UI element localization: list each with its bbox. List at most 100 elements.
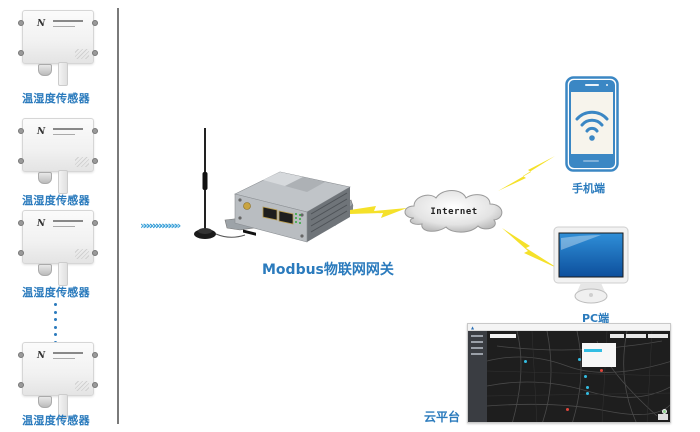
sensor-housing: N [22,210,94,264]
signal-arrows-icon: »»»»»»»»»»»» [140,219,181,232]
sim-slot [243,229,256,236]
platform-toolbar-button [626,334,646,338]
sensor-brand-logo: N [37,127,46,137]
map-roads [486,330,670,422]
mount-screw-icon [18,352,24,358]
sensor-label-4: 温湿度传感器 [22,414,90,427]
lightning-bolt-icon [498,156,555,191]
map-marker-blue [584,375,587,378]
sensor-nameplate-line [53,226,75,227]
sensor-probe-icon [58,262,68,286]
ethernet-ports [262,206,294,225]
cable-gland-icon [38,396,52,408]
platform-logo-icon: ▲ [471,325,475,330]
cable-gland-icon [38,172,52,184]
pc-label: PC端 [582,312,610,325]
platform-search-input [490,334,516,338]
ellipsis-dot [54,333,57,336]
sensor-nameplate-line [53,128,83,130]
sensor-probe-icon [58,170,68,194]
mount-screw-icon [18,250,24,256]
mount-screw-icon [18,220,24,226]
gateway-router-icon [194,128,354,243]
sensor-nameplate-line [53,352,83,354]
cloud-label: Internet [430,207,477,217]
mount-screw-icon [92,158,98,164]
monitor-icon [553,226,629,304]
mobile-label: 手机端 [572,182,605,195]
map-marker-blue [586,392,589,395]
lightning-bolt-icon [502,228,559,269]
mount-screw-icon [92,50,98,56]
ellipsis-dot [54,310,57,314]
sensor-brand-logo: N [37,19,46,29]
ellipsis-dot [54,303,57,306]
cable-gland-icon [38,64,52,76]
mount-screw-icon [18,20,24,26]
platform-toolbar-button [610,334,624,338]
mount-screw-icon [92,352,98,358]
platform-menu-item [471,353,483,355]
smartphone-wifi-icon [565,76,619,172]
cloud-icon: Internet [404,190,503,233]
sensor-vent-icon [75,381,89,391]
sensor-housing: N [22,342,94,396]
sensor-module-2: N [18,118,98,200]
platform-menu-item [471,347,483,349]
sensor-label-3: 温湿度传感器 [22,286,90,299]
cloud-platform-label: 云平台 [424,410,461,424]
sensor-vent-icon [75,157,89,167]
cloud-platform-screenshot: ▲ [467,323,671,423]
sensor-vent-icon [75,249,89,259]
platform-topbar: ▲ [468,324,670,331]
mount-screw-icon [18,50,24,56]
platform-info-popup [582,343,616,367]
sensor-module-3: N [18,210,98,292]
mount-screw-icon [18,128,24,134]
sensor-label-1: 温湿度传感器 [22,92,90,105]
sensor-module-4: N [18,342,98,424]
lightning-bolt-icon [350,206,407,218]
platform-toolbar-button [648,334,668,338]
mount-screw-icon [18,158,24,164]
map-marker-blue [524,360,527,363]
sensor-housing: N [22,10,94,64]
sensor-housing: N [22,118,94,172]
mount-screw-icon [92,20,98,26]
map-marker-red [600,369,603,372]
popup-highlight-bar [584,349,602,352]
map-marker-blue [578,358,581,361]
antenna-coil [202,172,208,190]
map-marker-blue [586,386,589,389]
platform-menu-item [471,341,483,343]
sensor-nameplate-line [53,358,75,359]
status-leds [295,213,301,224]
sensor-nameplate-line [53,220,83,222]
sensor-probe-icon [58,62,68,86]
mount-screw-icon [92,220,98,226]
sensor-brand-logo: N [37,351,46,361]
platform-menu-item [471,335,483,337]
cable-gland-icon [38,264,52,276]
map-marker-red [566,408,569,411]
sensor-vent-icon [75,49,89,59]
mount-screw-icon [18,382,24,388]
map-locate-button [662,409,667,414]
mount-screw-icon [92,382,98,388]
sensor-nameplate-line [53,134,75,135]
platform-sidebar [468,331,487,422]
sensor-module-1: N [18,10,98,92]
map-status-box [658,414,668,420]
sensor-label-2: 温湿度传感器 [22,194,90,207]
sensor-probe-icon [58,394,68,418]
sma-connector [243,202,251,210]
mount-screw-icon [92,250,98,256]
platform-map [486,330,670,422]
gateway-label: Modbus物联网网关 [262,262,394,278]
sensor-nameplate-line [53,26,75,27]
ellipsis-dot [54,325,57,329]
mount-screw-icon [92,128,98,134]
ellipsis-dot [54,318,57,321]
sensor-brand-logo: N [37,219,46,229]
sensor-nameplate-line [53,20,83,22]
